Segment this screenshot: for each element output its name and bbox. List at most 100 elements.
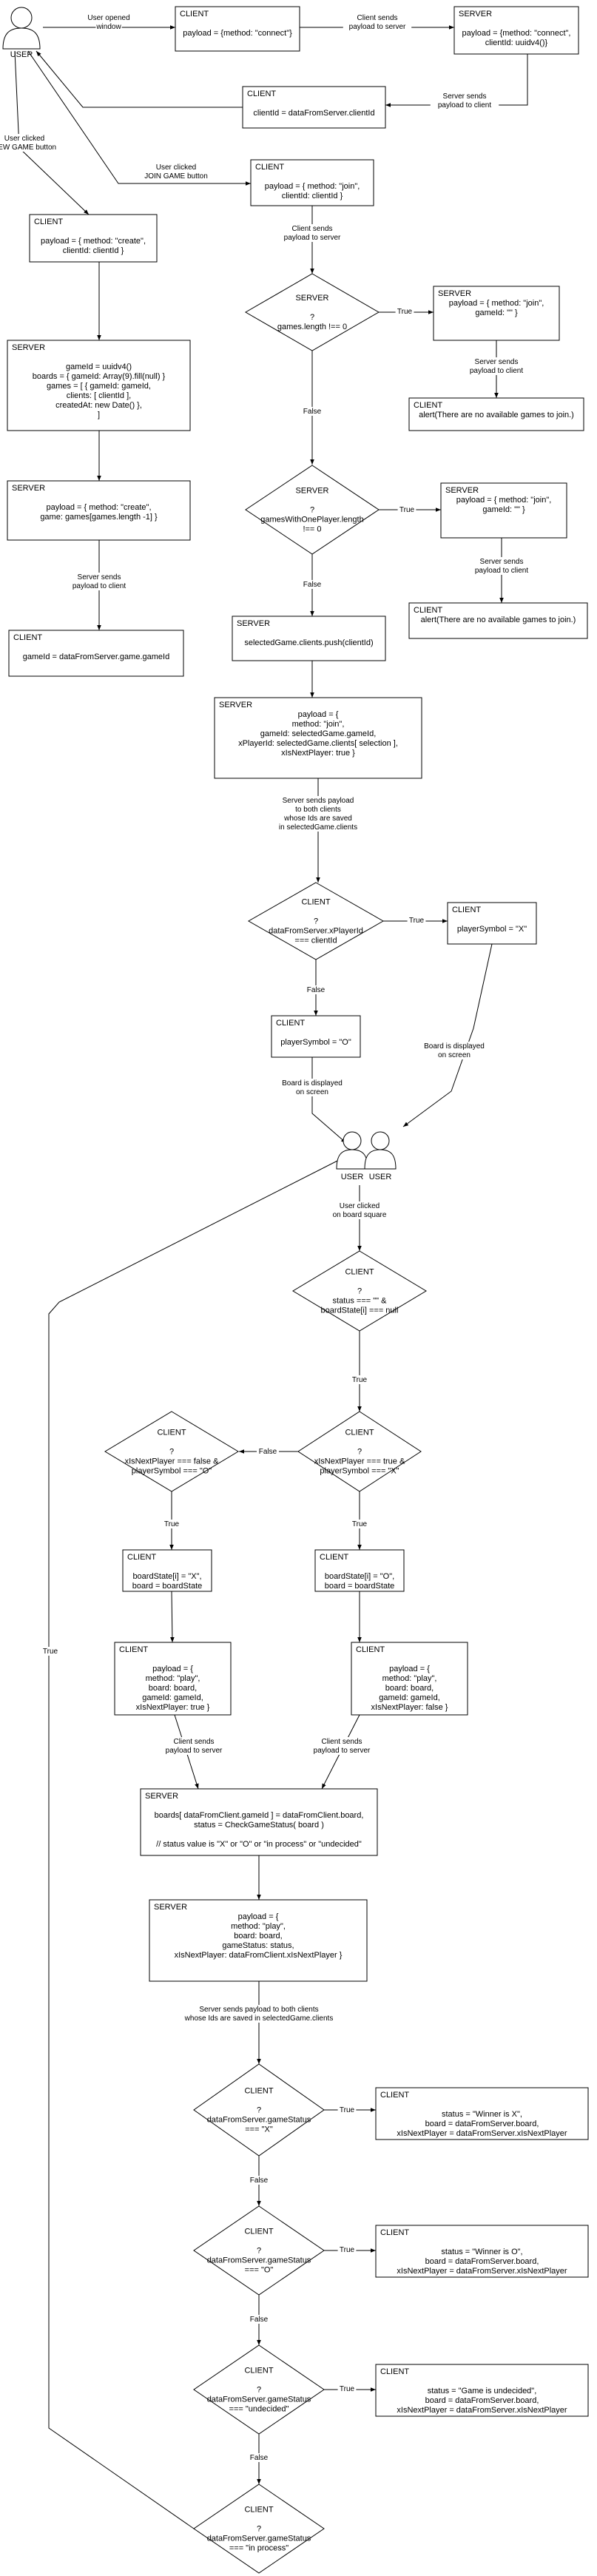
edge-label-line: True (352, 1376, 368, 1384)
actor-label: USER (10, 50, 33, 59)
edge-label-line: Client sends (291, 225, 332, 233)
node-line: xPlayerId: selectedGame.clients[ selecti… (238, 739, 398, 748)
node-client-status-o: CLIENT?dataFromServer.gameStatus=== "O" (193, 2205, 325, 2296)
actor-label: USER (341, 1173, 364, 1181)
node-line: playerSymbol = "X" (457, 925, 527, 934)
node-line: payload = { (152, 1665, 193, 1673)
label-bg (280, 814, 357, 823)
node-line: payload = { method: "join", (449, 299, 544, 308)
label-bg (337, 2105, 357, 2114)
edge-label-line: window (95, 23, 121, 31)
edge-label-true-1: True (395, 307, 414, 316)
edge-label-line: Server sends (78, 573, 121, 581)
label-bg (293, 1088, 331, 1096)
node-line: === "undecided" (229, 2405, 289, 2414)
node-shape (433, 286, 560, 341)
node-header: SERVER (219, 701, 252, 709)
node-line: payload = { method: "join", (456, 496, 552, 505)
node-line: gameId: "" } (482, 505, 525, 514)
label-bg (305, 985, 327, 994)
edge-label-true-4: True (350, 1375, 369, 1384)
label-bg (248, 2176, 270, 2185)
label-bg (334, 1201, 385, 1210)
node-line: playerSymbol = "O" (280, 1038, 351, 1047)
node-shape (104, 1411, 239, 1492)
node-line: gameId = dataFromServer.game.gameId (23, 653, 169, 661)
edge-label-line: to both clients (295, 806, 341, 814)
edge-label-line: User clicked (156, 163, 196, 172)
node-header: CLIENT (276, 1019, 305, 1028)
label-bg (343, 22, 412, 31)
node-line: gamesWithOnePlayer.length (260, 516, 363, 525)
edge-label-line: User clicked (340, 1202, 380, 1210)
label-bg (307, 1746, 377, 1755)
edge-label-line: User clicked (4, 135, 44, 143)
node-line: games = [ { gameId: gameId, (47, 382, 151, 391)
node-line: xIsNextPlayer = dataFromServer.xIsNextPl… (397, 2267, 567, 2276)
nodes: CLIENT payload = {method: "connect"} SERV… (7, 6, 589, 2574)
node-line: payload = {method: "connect"} (183, 29, 292, 38)
node-client-xplayer: CLIENT?dataFromServer.xPlayerId=== clien… (247, 882, 385, 960)
node-line: payload = { (389, 1665, 430, 1673)
label-bg (257, 1447, 279, 1456)
node-shape (7, 480, 191, 541)
actor-user-top: USER (2, 7, 41, 59)
label-bg (278, 796, 358, 805)
node-line: boards[ dataFromClient.gameId ] = dataFr… (155, 1811, 364, 1820)
node-header: CLIENT (244, 2087, 273, 2096)
edge-label-line: payload to client (72, 582, 126, 590)
actor-label: USER (369, 1173, 392, 1181)
node-header: CLIENT (244, 2506, 273, 2515)
label-bg (337, 2384, 357, 2393)
edge-label-line: Server sends (475, 358, 519, 366)
node-line: gameId: selectedGame.gameId, (260, 729, 377, 738)
node-line: gameId: gameId, (379, 1693, 440, 1702)
node-line: === clientId (294, 937, 337, 945)
label-bg (471, 357, 522, 366)
label-bg (301, 407, 323, 416)
node-shape (193, 2205, 325, 2296)
edge-symbol-x-to-users (402, 943, 493, 1127)
edge-label-line: False (250, 2454, 269, 2462)
node-header: CLIENT (380, 2367, 409, 2376)
node-line: board = dataFromServer.board, (425, 2120, 539, 2128)
label-bg (64, 581, 134, 590)
node-header: CLIENT (380, 2228, 409, 2237)
edge-label-line: False (250, 2316, 269, 2324)
node-line: xIsNextPlayer === false & (125, 1457, 220, 1466)
node-line: boards = { gameId: Array(9).fill(null) } (33, 372, 166, 381)
node-shape (149, 1899, 368, 1982)
edge-label-line: Client sends (173, 1738, 214, 1746)
edge-label-line: True (397, 308, 413, 316)
edge-label-line: whose Ids are saved in selectedGame.clie… (184, 2014, 334, 2023)
node-shape (447, 902, 537, 945)
node-shape (271, 1015, 361, 1058)
label-bg (276, 1079, 348, 1088)
node-line: ? (314, 917, 318, 926)
node-header: SERVER (295, 294, 328, 303)
node-line: status === "" & (333, 1297, 388, 1306)
node-line: clientId: clientId } (63, 246, 124, 255)
edge-label-line: payload to client (475, 567, 528, 575)
edge-clientid-to-user (36, 50, 243, 108)
label-bg (169, 1737, 219, 1746)
node-line: payload = { (298, 710, 339, 719)
label-bg (397, 505, 416, 514)
node-server-push: SERVERselectedGame.clients.push(clientId… (232, 616, 386, 661)
node-line: boardState[i] = "O", (325, 1572, 394, 1581)
edge-label-line: True (409, 917, 425, 925)
node-line: xIsNextPlayer: false } (371, 1703, 448, 1712)
node-shape (140, 1788, 378, 1856)
